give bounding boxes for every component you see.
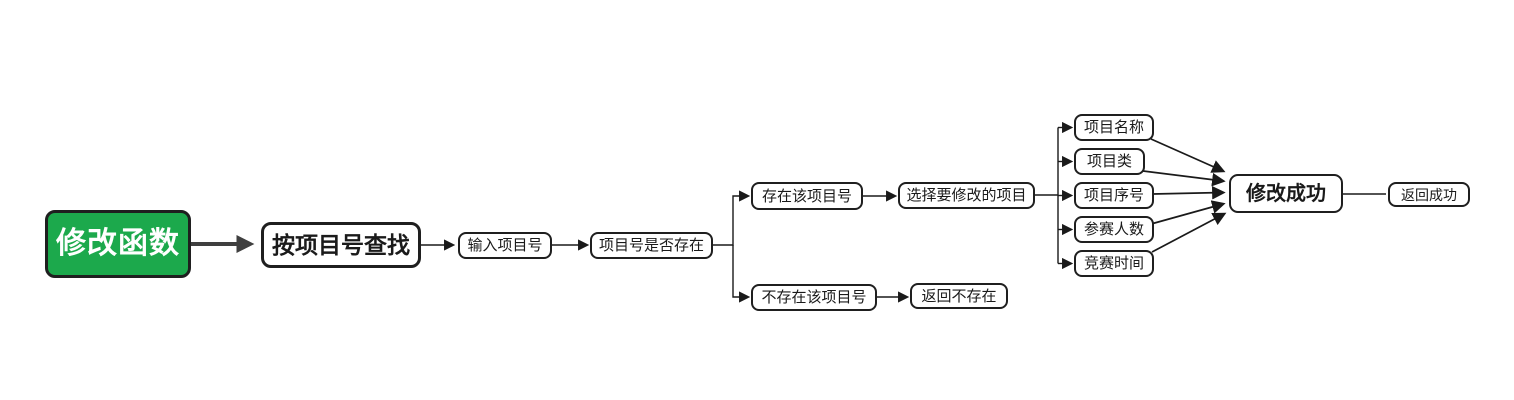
node-project-name[interactable]: 项目名称 bbox=[1074, 114, 1154, 141]
node-input-project-id[interactable]: 输入项目号 bbox=[458, 232, 552, 259]
edge-participant-count-to-success bbox=[1150, 200, 1226, 225]
node-project-category[interactable]: 项目类 bbox=[1074, 148, 1145, 175]
edge-competition-time-to-success bbox=[1151, 212, 1227, 253]
node-find-by-project-id[interactable]: 按项目号查找 bbox=[261, 222, 421, 268]
node-select-project-to-modify[interactable]: 选择要修改的项目 bbox=[898, 182, 1035, 209]
node-return-success[interactable]: 返回成功 bbox=[1388, 182, 1470, 207]
node-modify-function[interactable]: 修改函数 bbox=[45, 210, 191, 278]
edge-check-to-exists bbox=[713, 190, 751, 246]
node-project-id-not-exists[interactable]: 不存在该项目号 bbox=[751, 284, 877, 311]
node-project-serial-number[interactable]: 项目序号 bbox=[1074, 182, 1154, 209]
node-return-not-exists[interactable]: 返回不存在 bbox=[910, 283, 1008, 309]
node-competition-time[interactable]: 竞赛时间 bbox=[1074, 250, 1154, 277]
edge-project-serial-to-success bbox=[1152, 185, 1226, 200]
node-modify-success[interactable]: 修改成功 bbox=[1229, 174, 1343, 213]
node-participant-count[interactable]: 参赛人数 bbox=[1074, 216, 1154, 243]
node-project-id-exists[interactable]: 存在该项目号 bbox=[751, 182, 863, 210]
node-project-id-exists-check[interactable]: 项目号是否存在 bbox=[590, 232, 713, 259]
edge-project-category-to-success bbox=[1142, 170, 1226, 187]
edge-project-name-to-success bbox=[1150, 138, 1226, 173]
edge-select-branch-stem bbox=[1035, 127, 1059, 264]
edge-check-to-not-exists bbox=[732, 245, 751, 303]
